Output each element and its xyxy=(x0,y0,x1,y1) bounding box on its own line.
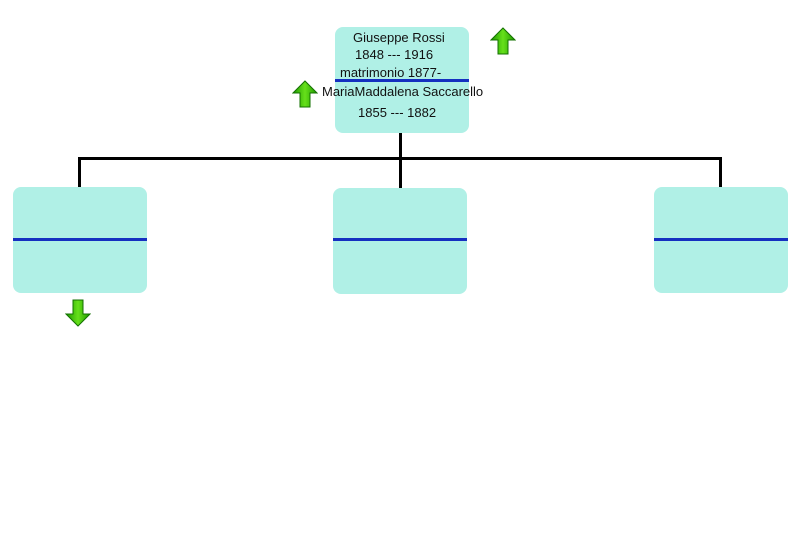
child-card-divider xyxy=(333,238,467,241)
child-card-3[interactable] xyxy=(654,187,788,293)
child-1-stem-line xyxy=(78,157,81,187)
root-person-name: Giuseppe Rossi xyxy=(353,30,445,45)
child-card-divider xyxy=(654,238,788,241)
root-person-dates: 1848 --- 1916 xyxy=(355,47,434,62)
spouse-dates: 1855 --- 1882 xyxy=(358,105,437,120)
root-stem-line xyxy=(399,132,402,159)
child-1-descendants-down-arrow-icon[interactable] xyxy=(65,299,91,327)
mother-parents-up-arrow-icon[interactable] xyxy=(292,80,318,108)
root-couple-card[interactable] xyxy=(335,27,469,133)
marriage-label: matrimonio 1877- xyxy=(340,65,442,80)
child-card-divider xyxy=(13,238,147,241)
child-3-stem-line xyxy=(719,157,722,187)
child-2-stem-line xyxy=(399,157,402,188)
couple-divider xyxy=(335,79,469,82)
child-card-2[interactable] xyxy=(333,188,467,294)
father-parents-up-arrow-icon[interactable] xyxy=(490,27,516,55)
child-card-1[interactable] xyxy=(13,187,147,293)
spouse-name: MariaMaddalena Saccarello xyxy=(322,84,484,99)
